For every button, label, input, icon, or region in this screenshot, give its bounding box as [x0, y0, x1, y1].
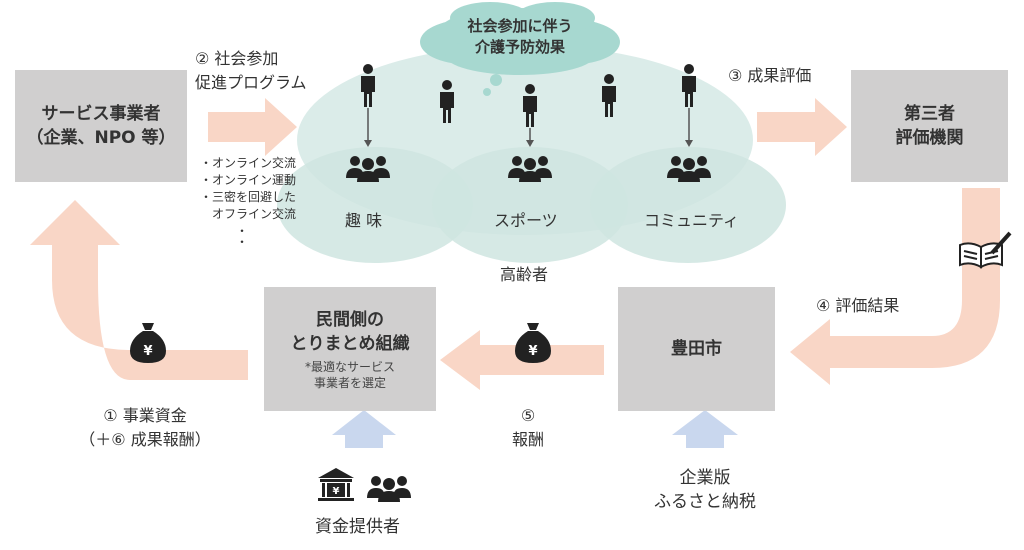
arrow-to-toyota	[790, 188, 1000, 385]
intermediary-note-1: *最適なサービス	[304, 359, 395, 374]
person-icon	[682, 64, 696, 107]
step5-line-1: ⑤	[520, 406, 536, 425]
service-provider-title: サービス事業者	[41, 104, 161, 124]
service-provider-subtitle: （企業、NPO 等）	[26, 128, 176, 148]
sports-circle	[432, 147, 628, 263]
cloud-line-1: 社会参加に伴う	[467, 17, 573, 35]
sports-label: スポーツ	[494, 211, 558, 230]
step5-line-2: 報酬	[511, 430, 544, 449]
program-list: ・オンライン交流 ・オンライン運動 ・三密を回避した オフライン交流 ・ ・	[200, 155, 296, 251]
list-item: ・	[236, 235, 249, 249]
hobby-circle	[277, 147, 473, 263]
step4-label: ④ 評価結果	[816, 296, 900, 315]
step1-line-1: ① 事業資金	[103, 406, 187, 425]
svg-text:¥: ¥	[528, 344, 537, 359]
community-circle	[590, 147, 786, 263]
up-arrow-funders	[332, 410, 396, 448]
person-to-group-arrows	[364, 108, 693, 147]
step2-line-1: ② 社会参加	[195, 49, 279, 68]
list-item: ・オンライン運動	[200, 173, 297, 187]
third-party-title: 第三者	[904, 104, 955, 124]
funders-label: 資金提供者	[315, 517, 400, 537]
money-bag-icon: ¥	[130, 323, 166, 363]
svg-text:¥: ¥	[333, 486, 340, 497]
step2-label: ② 社会参加 促進プログラム	[195, 47, 307, 95]
bank-icon: ¥	[318, 468, 354, 501]
step3-label: ③ 成果評価	[728, 66, 812, 85]
person-icon	[440, 80, 454, 123]
money-bag-icon: ¥	[515, 323, 551, 363]
arrow-to-program	[208, 98, 297, 156]
list-item: ・	[236, 224, 249, 238]
group-icon	[667, 156, 711, 182]
effect-cloud	[420, 2, 620, 96]
group-icon	[508, 156, 552, 182]
list-item: ・オンライン交流	[200, 156, 297, 170]
service-provider-box: サービス事業者 （企業、NPO 等）	[15, 70, 187, 182]
cloud-line-2: 介護予防効果	[474, 38, 565, 56]
step1-label: ① 事業資金 （＋⑥ 成果報酬）	[55, 404, 235, 452]
list-item: オフライン交流	[212, 207, 297, 221]
third-party-box: 第三者 評価機関	[851, 70, 1008, 182]
intermediary-subtitle: とりまとめ組織	[290, 333, 410, 354]
intermediary-title: 民間側の	[316, 309, 384, 330]
third-party-subtitle: 評価機関	[895, 128, 964, 148]
cloud-text: 社会参加に伴う 介護予防効果	[440, 16, 600, 58]
elderly-label: 高齢者	[500, 265, 549, 284]
community-label: コミュニティ	[644, 211, 740, 230]
corporate-tax-line-2: ふるさと納税	[654, 492, 756, 512]
person-icon	[361, 64, 375, 107]
corporate-tax-line-1: 企業版	[679, 468, 731, 488]
step2-line-2: 促進プログラム	[195, 73, 307, 92]
list-item: ・三密を回避した	[200, 190, 297, 204]
intermediary-box: 民間側の とりまとめ組織 *最適なサービス 事業者を選定	[264, 287, 436, 411]
up-arrow-corporate-tax	[672, 410, 738, 448]
step5-label: ⑤ 報酬	[500, 404, 556, 452]
corporate-tax-label: 企業版 ふるさと納税	[640, 466, 770, 514]
group-icon	[346, 156, 390, 182]
book-pen-icon	[959, 231, 1012, 269]
person-icon	[602, 74, 616, 117]
arrow-to-service-provider	[30, 200, 248, 380]
toyota-city-box: 豊田市	[618, 287, 775, 411]
arrow-to-third-party	[757, 98, 847, 156]
group-icon	[367, 476, 411, 502]
step1-line-2: （＋⑥ 成果報酬）	[79, 430, 211, 449]
svg-text:¥: ¥	[143, 344, 152, 359]
toyota-city-title: 豊田市	[671, 339, 722, 359]
intermediary-note-2: 事業者を選定	[313, 375, 386, 390]
hobby-label: 趣 味	[345, 211, 383, 230]
person-icon	[523, 84, 537, 127]
